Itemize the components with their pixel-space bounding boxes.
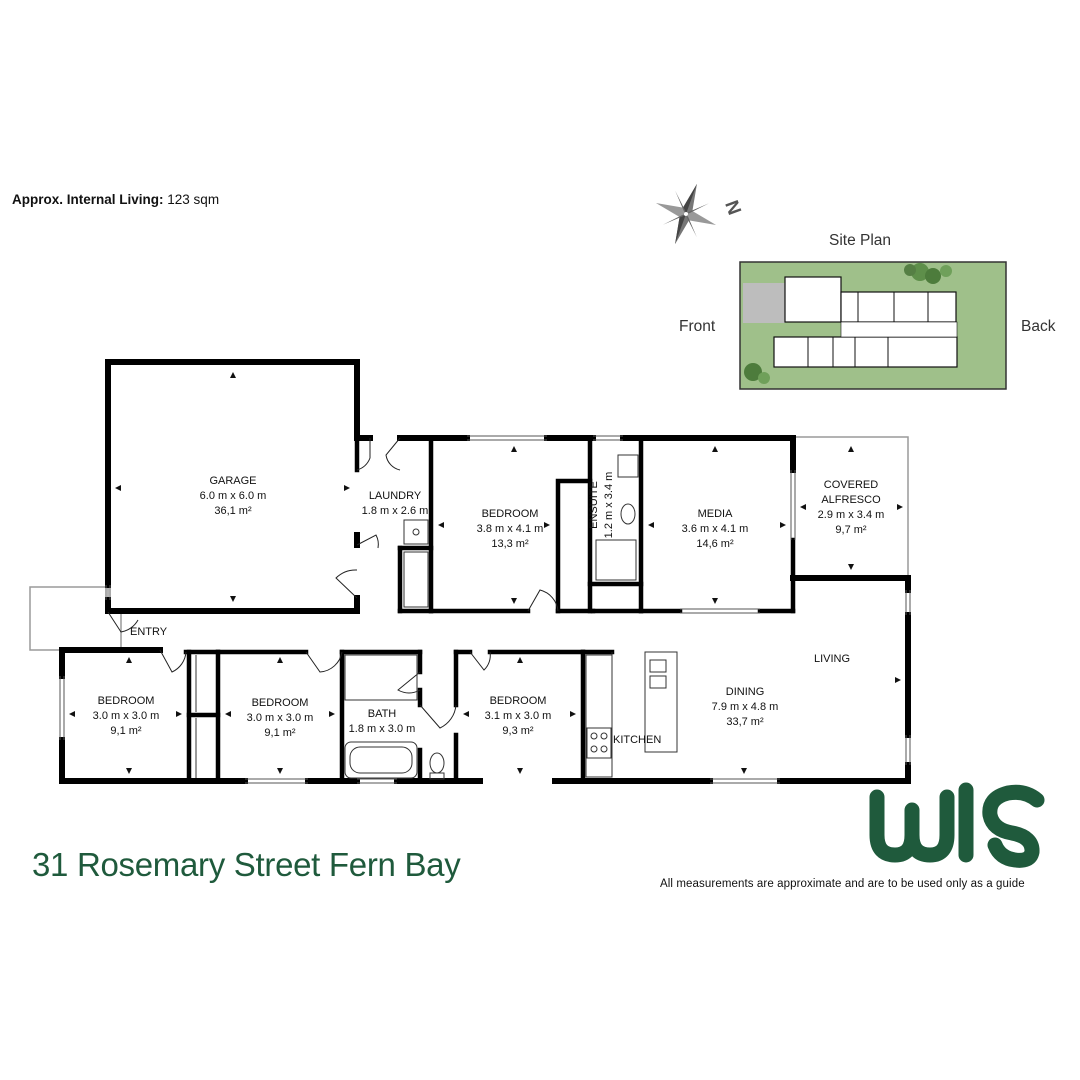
room-name-line2: ALFRESCO: [821, 494, 881, 506]
room-name: GARAGE: [209, 475, 257, 487]
room-dimensions: 2.9 m x 3.4 m: [817, 509, 885, 521]
room-name: BEDROOM: [481, 508, 539, 520]
room-name: BEDROOM: [489, 695, 547, 707]
room-name: BEDROOM: [97, 695, 155, 707]
room-dimensions: 3.0 m x 3.0 m: [246, 712, 314, 724]
room-dimensions: 6.0 m x 6.0 m: [199, 490, 267, 502]
room-name: ENSUITE: [588, 481, 600, 529]
room-name: MEDIA: [697, 508, 733, 520]
approx-value: 123 sqm: [167, 192, 220, 207]
room-kitchen: KITCHEN: [613, 733, 665, 748]
room-bedroom-1: BEDROOM 3.0 m x 3.0 m 9,1 m²: [80, 694, 172, 739]
room-area: 9,7 m²: [835, 524, 867, 536]
room-bedroom-3: BEDROOM 3.1 m x 3.0 m 9,3 m²: [470, 694, 566, 739]
room-dining: DINING 7.9 m x 4.8 m 33,7 m²: [700, 685, 790, 730]
site-plan-back-label: Back: [1021, 318, 1056, 335]
room-garage: GARAGE 6.0 m x 6.0 m 36,1 m²: [183, 474, 283, 519]
room-name: LIVING: [813, 653, 851, 665]
room-area: 36,1 m²: [214, 505, 252, 517]
room-dimensions: 3.1 m x 3.0 m: [484, 710, 552, 722]
room-area: 9,3 m²: [502, 725, 534, 737]
site-plan-front-label: Front: [679, 318, 716, 335]
room-name: LAUNDRY: [368, 490, 422, 502]
room-area: 14,6 m²: [696, 538, 734, 550]
approx-label: Approx. Internal Living:: [12, 192, 164, 207]
room-area: 9,1 m²: [264, 727, 296, 739]
room-ensuite: ENSUITE 1.2 m x 3.4 m: [587, 465, 617, 545]
approx-living-area: Approx. Internal Living: 123 sqm: [12, 192, 219, 207]
compass-icon: [655, 183, 717, 245]
room-area: 33,7 m²: [726, 716, 764, 728]
room-dimensions: 1.8 m x 2.6 m: [361, 505, 429, 517]
room-dimensions: 1.2 m x 3.4 m: [603, 471, 615, 539]
room-bath: BATH 1.8 m x 3.0 m: [343, 707, 421, 737]
room-name: DINING: [725, 686, 765, 698]
room-dimensions: 3.8 m x 4.1 m: [476, 523, 544, 535]
room-bedroom-main: BEDROOM 3.8 m x 4.1 m 13,3 m²: [460, 507, 560, 552]
room-dimensions: 3.0 m x 3.0 m: [92, 710, 160, 722]
room-dimensions: 7.9 m x 4.8 m: [711, 701, 779, 713]
room-area: 13,3 m²: [491, 538, 529, 550]
room-name: ENTRY: [130, 626, 168, 638]
wls-logo-icon: [869, 782, 1045, 868]
room-covered-alfresco: COVERED ALFRESCO 2.9 m x 3.4 m 9,7 m²: [803, 478, 899, 538]
measurement-disclaimer: All measurements are approximate and are…: [660, 878, 1025, 890]
room-area: 9,1 m²: [110, 725, 142, 737]
site-plan-title: Site Plan: [829, 232, 892, 249]
room-media: MEDIA 3.6 m x 4.1 m 14,6 m²: [665, 507, 765, 552]
room-entry: ENTRY: [130, 625, 180, 640]
property-address: 31 Rosemary Street Fern Bay: [32, 846, 461, 883]
room-name: BATH: [367, 708, 397, 720]
room-bedroom-2: BEDROOM 3.0 m x 3.0 m 9,1 m²: [233, 696, 327, 741]
room-dimensions: 1.8 m x 3.0 m: [348, 723, 416, 735]
room-name-line1: COVERED: [823, 479, 879, 491]
room-name: BEDROOM: [251, 697, 309, 709]
room-laundry: LAUNDRY 1.8 m x 2.6 m: [356, 489, 434, 519]
room-name: KITCHEN: [613, 734, 662, 746]
room-dimensions: 3.6 m x 4.1 m: [681, 523, 749, 535]
site-plan-thumbnail: [739, 261, 1007, 390]
room-living: LIVING: [806, 652, 858, 667]
